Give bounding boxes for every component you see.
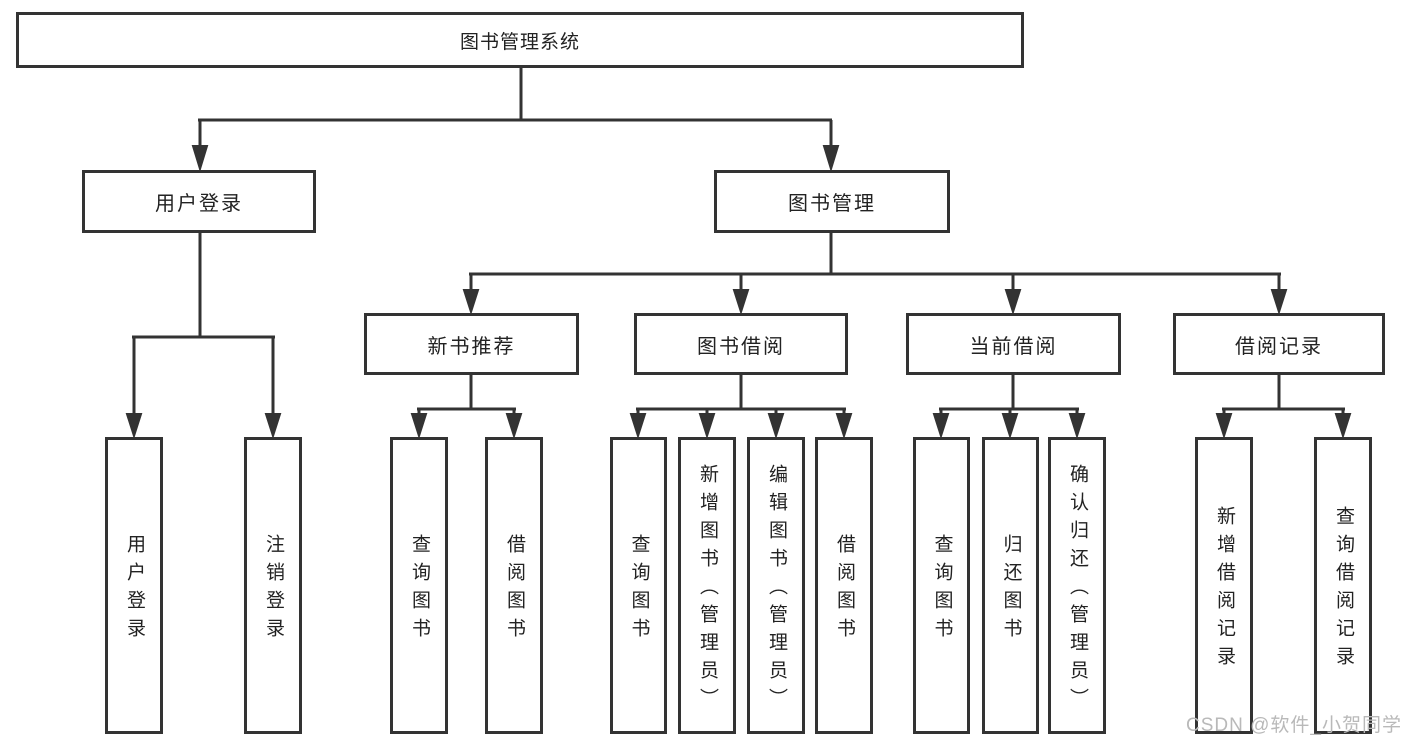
leaf-label: 查询图书 [628,534,650,646]
connector-book-borrow [629,375,853,440]
leaf-label: 查询图书 [931,534,953,646]
leaf-borrow-books: 借阅图书 [815,437,873,734]
leaf-label: 归还图书 [1000,534,1022,646]
leaf-query-borrow-record: 查询借阅记录 [1314,437,1372,734]
node-root: 图书管理系统 [16,12,1024,68]
leaf-label: 用户登录 [123,534,145,646]
node-label: 新书推荐 [427,335,516,358]
node-label: 图书管理 [788,193,876,215]
node-label: 当前借阅 [969,335,1058,358]
leaf-confirm-return-admin: 确认归还（管理员） [1048,437,1106,734]
connector-current-borrow [932,375,1086,440]
leaf-query-books-recommend: 查询图书 [390,437,448,734]
connector-user-login [125,233,282,440]
leaf-label: 借阅图书 [503,534,525,646]
leaf-label: 查询图书 [408,534,430,646]
leaf-return-book: 归还图书 [982,437,1039,734]
connector-borrow-records [1215,375,1352,440]
connector-book-management [462,233,1288,316]
leaf-label: 查询借阅记录 [1332,506,1354,674]
node-new-book-recommend: 新书推荐 [364,313,579,375]
node-label: 借阅记录 [1235,335,1323,358]
leaf-label: 新增借阅记录 [1213,506,1235,674]
leaf-logout: 注销登录 [244,437,302,734]
leaf-add-book-admin: 新增图书（管理员） [678,437,736,734]
connector-new-book-recommend [410,375,523,440]
leaf-query-books-borrow: 查询图书 [610,437,667,734]
node-book-borrow: 图书借阅 [634,313,848,375]
node-label: 用户登录 [155,193,243,215]
node-label: 图书管理系统 [459,31,580,53]
leaf-user-login: 用户登录 [105,437,163,734]
leaf-label: 注销登录 [262,534,284,646]
node-current-borrow: 当前借阅 [906,313,1121,375]
node-label: 图书借阅 [697,335,785,358]
leaf-borrow-books-recommend: 借阅图书 [485,437,543,734]
node-book-management: 图书管理 [714,170,950,233]
leaf-label: 编辑图书（管理员） [765,464,787,716]
leaf-label: 确认归还（管理员） [1066,464,1088,716]
leaf-query-books-current: 查询图书 [913,437,970,734]
node-user-login: 用户登录 [82,170,316,233]
leaf-label: 新增图书（管理员） [696,464,718,716]
leaf-edit-book-admin: 编辑图书（管理员） [747,437,805,734]
leaf-add-borrow-record: 新增借阅记录 [1195,437,1253,734]
connector-root [191,68,840,173]
csdn-watermark: CSDN @软件_小贺同学 [1186,715,1402,736]
leaf-label: 借阅图书 [833,534,855,646]
node-borrow-records: 借阅记录 [1173,313,1385,375]
